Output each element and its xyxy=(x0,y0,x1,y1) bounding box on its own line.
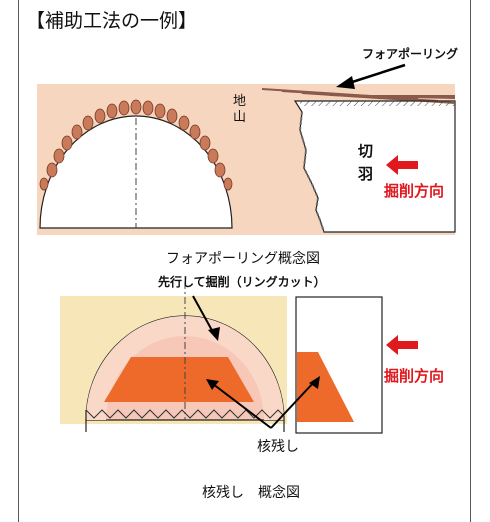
label-direction-1: 掘削方向 xyxy=(384,182,445,200)
caption-core: 核残し 概念図 xyxy=(202,485,300,501)
excavation-arrow-2 xyxy=(386,335,418,355)
label-ground: 地山 xyxy=(233,94,247,125)
frame-line-left xyxy=(18,0,19,522)
core-pointer-a-head xyxy=(206,379,219,390)
forepoling-pointer xyxy=(345,63,406,86)
core-pointer-b xyxy=(270,380,316,429)
forepoling-diagram xyxy=(37,63,456,235)
core-diagram xyxy=(60,282,418,434)
core-side-wedge xyxy=(297,352,354,422)
excavation-arrow-1 xyxy=(386,155,418,175)
core-pointer-b-head xyxy=(309,376,320,389)
core-pointer-a xyxy=(212,383,272,429)
crown-hatch xyxy=(300,101,455,106)
label-face-1: 切 xyxy=(358,142,374,160)
section-title: 【補助工法の一例】 xyxy=(26,10,198,32)
face-edge xyxy=(298,111,325,233)
ringcut-pointer xyxy=(192,295,215,335)
label-direction-2: 掘削方向 xyxy=(384,367,445,385)
label-ringcut: 先行して掘削（リングカット） xyxy=(158,275,326,289)
frame-line-right xyxy=(470,0,471,522)
caption-forepoling: フォアポーリング概念図 xyxy=(166,251,320,267)
forepoling-ring xyxy=(39,99,233,191)
label-face-2: 羽 xyxy=(358,165,374,183)
zigzag-line xyxy=(85,409,285,419)
forepoling-pointer-head xyxy=(336,76,355,89)
ringcut-pointer-head xyxy=(208,327,220,341)
core-trapezoid xyxy=(104,357,254,402)
ring-cut xyxy=(86,316,284,420)
face-section xyxy=(293,100,456,233)
label-core: 核残し xyxy=(257,439,299,455)
label-forepoling: フォアポーリング xyxy=(362,47,459,61)
